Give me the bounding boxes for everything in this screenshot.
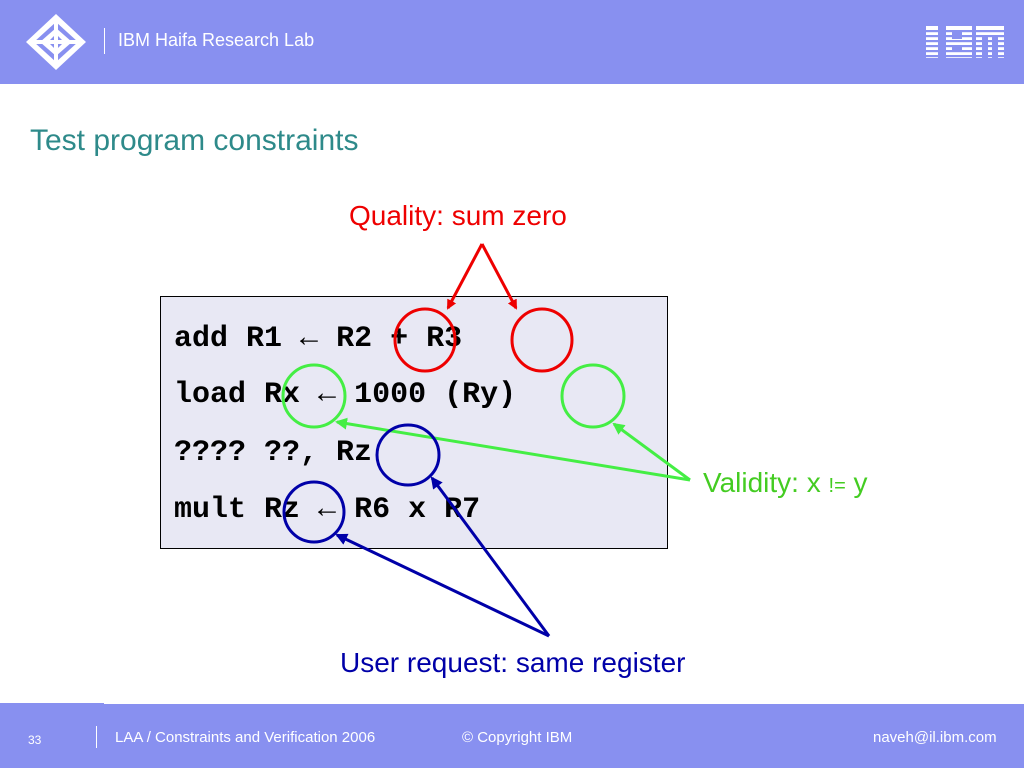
register-ry: Ry — [462, 378, 499, 412]
diamond-emblem-icon — [26, 14, 86, 70]
quality-annotation: Quality: sum zero — [349, 200, 567, 231]
code-text: add R1 — [174, 322, 301, 356]
footer-event: LAA / Constraints and Verification 2006 — [115, 729, 376, 746]
left-arrow-icon: ← — [318, 378, 337, 412]
code-text: + — [372, 322, 427, 356]
user-arrow-rz-2 — [335, 533, 550, 638]
code-text: ) — [498, 378, 517, 412]
code-line-1: add R1 ← R2 + R3 — [174, 322, 462, 356]
left-arrow-icon: ← — [318, 493, 337, 527]
register-rz: Rz — [264, 493, 301, 527]
slide-header: IBM Haifa Research Lab — [0, 0, 1024, 84]
code-text: mult — [174, 493, 265, 527]
footer-rule — [104, 703, 1024, 704]
code-text — [300, 493, 318, 527]
user-request-annotation: User request: same register — [340, 647, 686, 678]
code-text — [318, 322, 336, 356]
validity-operator: != — [828, 475, 846, 497]
register-r2: R2 — [336, 322, 373, 356]
footer-email: naveh@il.ibm.com — [873, 729, 997, 746]
footer-divider — [96, 726, 97, 748]
code-text: load — [174, 378, 265, 412]
slide-title: Test program constraints — [30, 124, 359, 157]
register-r3: R3 — [426, 322, 463, 356]
validity-annotation: Validity: x != y — [703, 467, 868, 499]
register-rz: Rz — [336, 436, 373, 470]
lab-name: IBM Haifa Research Lab — [118, 30, 315, 50]
code-line-4: mult Rz ← R6 x R7 — [174, 493, 480, 527]
register-rx: Rx — [264, 378, 301, 412]
code-line-3: ???? ??, Rz — [174, 436, 372, 470]
code-text: R6 x R7 — [336, 493, 481, 527]
page-number: 33 — [28, 733, 42, 747]
ibm-logo — [922, 26, 1004, 58]
validity-prefix: Validity: x — [703, 467, 829, 498]
code-text: ???? ??, — [174, 436, 337, 470]
left-arrow-icon: ← — [300, 322, 319, 356]
footer-copyright: © Copyright IBM — [462, 729, 573, 746]
code-line-2: load Rx ← 1000 (Ry) — [174, 378, 516, 412]
code-text — [300, 378, 318, 412]
slide-footer — [0, 703, 1024, 768]
header-divider — [104, 28, 105, 54]
code-text: 1000 ( — [336, 378, 463, 412]
validity-suffix: y — [845, 467, 868, 498]
